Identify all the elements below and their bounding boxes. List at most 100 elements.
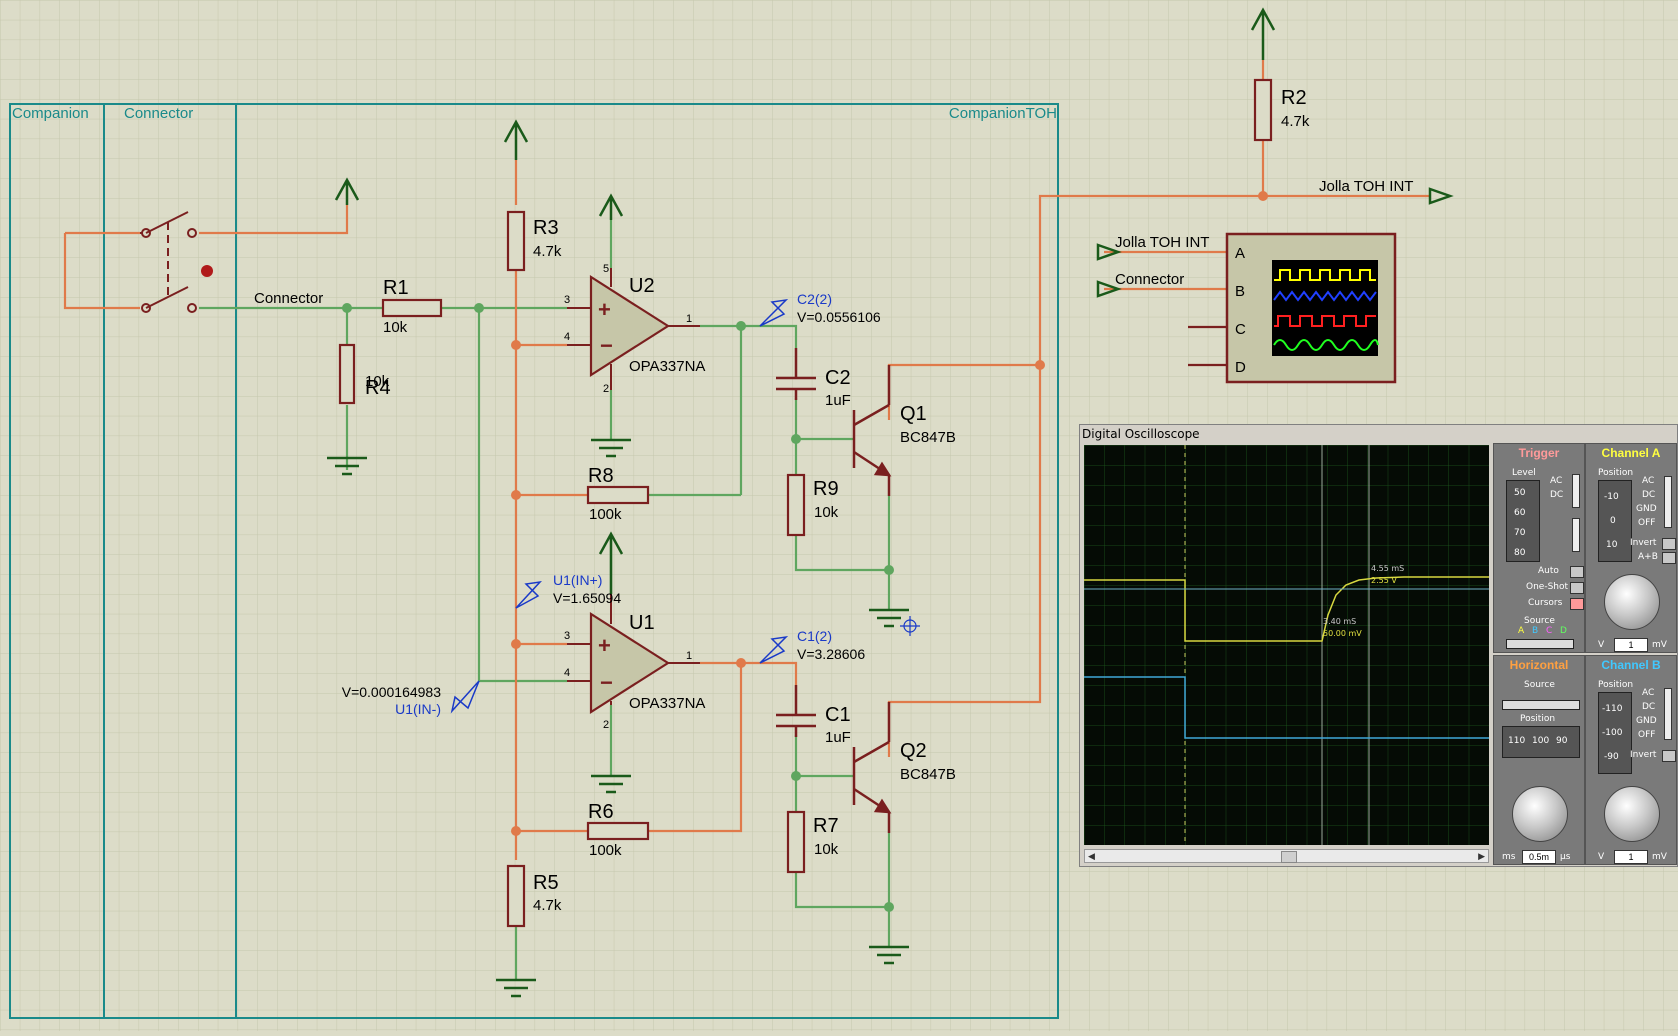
switch[interactable] bbox=[140, 211, 197, 313]
horizontal-position-label: Position bbox=[1520, 714, 1556, 724]
horizontal-scrollbar[interactable]: ◀ ▶ bbox=[1084, 849, 1489, 863]
trigger-source-d: D bbox=[1560, 626, 1567, 636]
value-r1: 10k bbox=[383, 319, 408, 336]
digital-oscilloscope-window[interactable]: Digital Oscilloscope 3.40 mS 50.00 mV 4.… bbox=[1079, 424, 1678, 867]
probe-u1-plus-name: U1(IN+) bbox=[553, 572, 602, 588]
probe-c2-value: V=0.0556106 bbox=[797, 309, 881, 325]
horizontal-panel: Horizontal Source Position 110 100 90 0.… bbox=[1493, 655, 1585, 865]
net-label-jolla-in: Jolla TOH INT bbox=[1115, 234, 1209, 251]
channel-b-position-dial[interactable] bbox=[1598, 692, 1632, 774]
horizontal-source-slider[interactable] bbox=[1502, 700, 1580, 710]
probe-u1-minus-name: U1(IN-) bbox=[395, 701, 441, 717]
frame-label-companiontoh: CompanionTOH bbox=[949, 105, 1057, 122]
trace-channel-b bbox=[1084, 676, 1489, 739]
value-q2: BC847B bbox=[900, 766, 956, 783]
horizontal-source-label: Source bbox=[1524, 680, 1555, 690]
transistor-q1[interactable] bbox=[852, 365, 892, 496]
pin-u2-3: 3 bbox=[564, 294, 570, 306]
resistor-bodies[interactable] bbox=[338, 78, 1273, 928]
channel-a-aplusb-button[interactable] bbox=[1662, 552, 1676, 564]
channel-b-tick-minus100: -100 bbox=[1602, 728, 1623, 738]
probe-u1-minus-value: V=0.000164983 bbox=[342, 684, 441, 700]
channel-b-gnd: GND bbox=[1636, 716, 1657, 726]
channel-a-invert-button[interactable] bbox=[1662, 538, 1676, 550]
value-r5: 4.7k bbox=[533, 897, 562, 914]
terminal-arrows bbox=[1096, 187, 1454, 298]
trigger-oneshot-label: One-Shot bbox=[1526, 582, 1569, 592]
label-c2: C2 bbox=[825, 367, 851, 389]
trigger-level-dial[interactable] bbox=[1506, 480, 1540, 562]
label-q2: Q2 bbox=[900, 740, 927, 762]
scope-pin-a: A bbox=[1235, 245, 1245, 262]
wires-green bbox=[199, 220, 891, 980]
voltage-probe-icons bbox=[450, 298, 789, 714]
channel-b-ac: AC bbox=[1642, 688, 1655, 698]
channel-b-dc: DC bbox=[1642, 702, 1656, 712]
trigger-edge-switch[interactable] bbox=[1572, 518, 1580, 552]
channel-b-volts-knob[interactable] bbox=[1604, 786, 1660, 842]
trigger-source-b: B bbox=[1532, 626, 1539, 636]
value-r7: 10k bbox=[814, 841, 839, 858]
scope-pin-c: C bbox=[1235, 321, 1246, 338]
channel-a-position-label: Position bbox=[1598, 468, 1634, 478]
channel-a-title: Channel A bbox=[1601, 446, 1661, 460]
value-c1: 1uF bbox=[825, 729, 851, 746]
opamp-u1[interactable]: + − bbox=[567, 594, 700, 715]
channel-b-invert-button[interactable] bbox=[1662, 750, 1676, 762]
one-shot-button[interactable] bbox=[1570, 582, 1584, 594]
channel-a-position-dial[interactable] bbox=[1598, 480, 1632, 562]
pin-u2-4: 4 bbox=[564, 331, 570, 343]
channel-a-coupling-switch[interactable] bbox=[1664, 476, 1672, 528]
auto-button[interactable] bbox=[1570, 566, 1584, 578]
capacitors[interactable] bbox=[776, 348, 816, 737]
junction-dots bbox=[342, 191, 1268, 912]
channel-a-panel: Channel A Position -10 0 10 AC DC GND OF… bbox=[1585, 443, 1677, 653]
svg-text:−: − bbox=[600, 670, 613, 695]
pin-u2-2: 2 bbox=[603, 383, 609, 395]
channel-b-coupling-switch[interactable] bbox=[1664, 688, 1672, 740]
value-r3: 4.7k bbox=[533, 243, 562, 260]
channel-b-panel: Channel B Position -110 -100 -90 AC DC G… bbox=[1585, 655, 1677, 865]
label-q1: Q1 bbox=[900, 403, 927, 425]
label-u1: U1 bbox=[629, 612, 655, 634]
cursor-a-value: 50.00 mV bbox=[1323, 629, 1362, 638]
channel-a-off: OFF bbox=[1638, 518, 1656, 528]
channel-b-title: Channel B bbox=[1601, 658, 1661, 672]
pin-u1-1: 1 bbox=[686, 650, 692, 662]
pin-u2-5: 5 bbox=[603, 263, 609, 275]
scroll-right-icon[interactable]: ▶ bbox=[1478, 851, 1485, 861]
channel-a-unit-v: V bbox=[1598, 640, 1605, 650]
svg-text:−: − bbox=[600, 333, 613, 358]
trigger-panel: Trigger Level 50 60 70 80 AC DC Auto One… bbox=[1493, 443, 1585, 653]
channel-b-unit-v: V bbox=[1598, 852, 1605, 862]
ground-symbols bbox=[327, 438, 909, 998]
horizontal-tick-110: 110 bbox=[1508, 736, 1526, 746]
pin-u2-1: 1 bbox=[686, 313, 692, 325]
value-r9: 10k bbox=[814, 504, 839, 521]
channel-a-volts-knob[interactable] bbox=[1604, 574, 1660, 630]
transistor-q2[interactable] bbox=[852, 702, 892, 833]
channel-b-unit-mv: mV bbox=[1652, 852, 1667, 862]
power-arrows bbox=[334, 7, 1276, 594]
cursor-a-time: 3.40 mS bbox=[1323, 617, 1356, 626]
value-r2: 4.7k bbox=[1281, 113, 1310, 130]
trigger-source-slider[interactable] bbox=[1506, 639, 1574, 649]
cursors-button[interactable] bbox=[1570, 598, 1584, 610]
value-r6: 100k bbox=[589, 842, 622, 859]
oscilloscope-screen[interactable]: 3.40 mS 50.00 mV 4.55 mS 2.55 V bbox=[1084, 445, 1489, 845]
scroll-left-icon[interactable]: ◀ bbox=[1088, 851, 1095, 861]
channel-b-scale-value: 1 bbox=[1614, 850, 1648, 864]
scroll-thumb[interactable] bbox=[1281, 851, 1297, 863]
value-u1: OPA337NA bbox=[629, 695, 705, 712]
horizontal-position-dial[interactable] bbox=[1502, 726, 1580, 758]
channel-b-position-label: Position bbox=[1598, 680, 1634, 690]
opamp-u2[interactable]: + − bbox=[567, 268, 700, 390]
trigger-coupling-switch[interactable] bbox=[1572, 474, 1580, 508]
horizontal-time-knob[interactable] bbox=[1512, 786, 1568, 842]
label-r9: R9 bbox=[813, 478, 839, 500]
scope-pin-d: D bbox=[1235, 359, 1246, 376]
oscilloscope-symbol[interactable] bbox=[1225, 232, 1397, 384]
switch-actuator-icon[interactable] bbox=[201, 265, 213, 277]
net-label-jolla-out: Jolla TOH INT bbox=[1319, 178, 1413, 195]
